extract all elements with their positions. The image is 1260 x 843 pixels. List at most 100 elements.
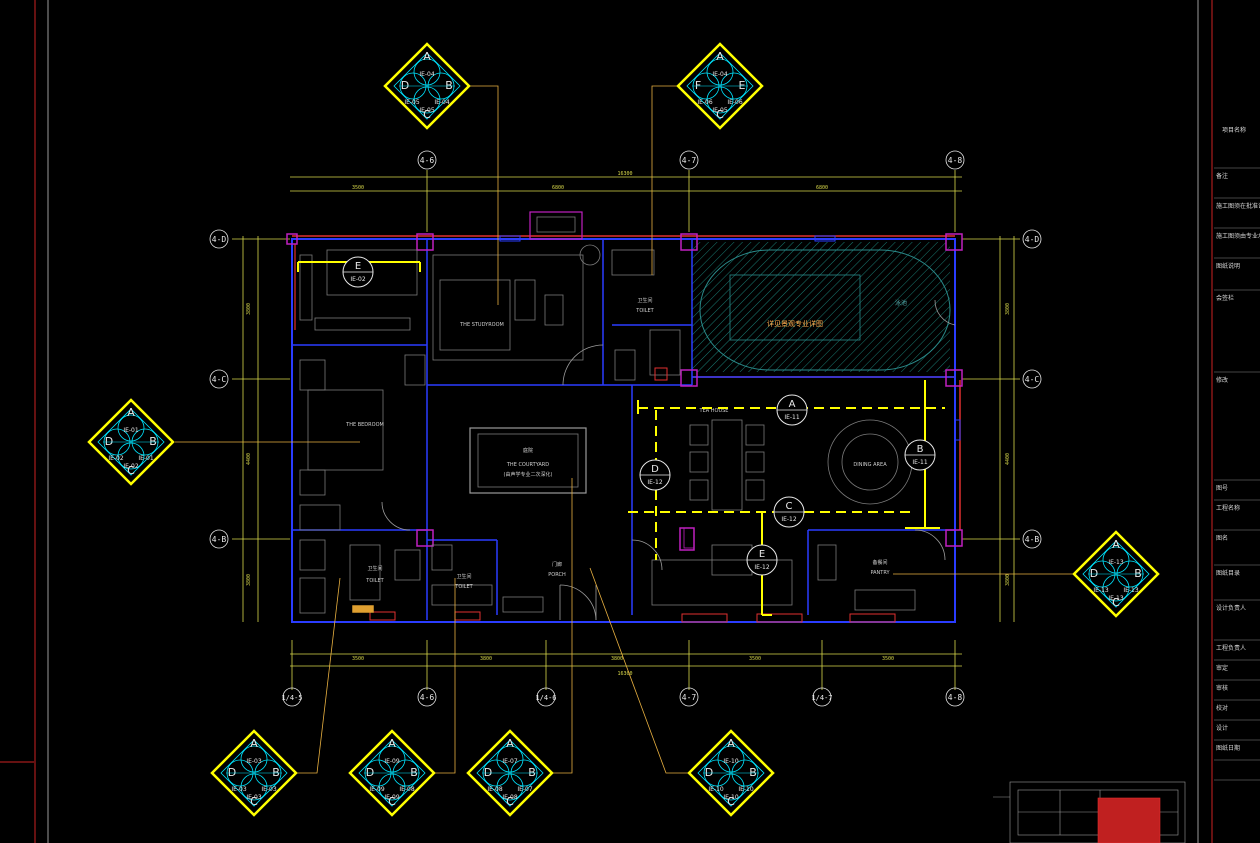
grid-bubble-top-1: 4-6 [417, 150, 437, 170]
elev-ref-t: IE-10 [723, 758, 739, 765]
elev-letter-right: B [1134, 567, 1142, 580]
section-marker-letter: D [651, 464, 659, 475]
grid-bubble-bottom-6: 4-8 [945, 687, 965, 707]
elev-letter-bottom: C [423, 108, 431, 121]
section-marker-b-2: B IE-11 [904, 439, 936, 471]
elev-letter-right: B [445, 79, 453, 92]
grid-bubble-right-3: 4-B [1022, 529, 1042, 549]
title-block-row: 审核 [1216, 684, 1228, 692]
elev-ref-r: IE-08 [399, 786, 415, 793]
grid-bubble-left-1: 4-D [209, 229, 229, 249]
room-toilet-mid-label: 卫生间 [456, 573, 471, 580]
section-marker-letter: C [786, 501, 793, 512]
section-marker-d-3: D IE-12 [639, 459, 671, 491]
dim-right-seg-2: 4400 [1005, 453, 1011, 465]
title-block-row: 校对 [1216, 704, 1228, 712]
room-porch-label: 门廊 [552, 561, 562, 568]
grid-axis-bubbles: 4-6 4-7 4-8 1/4-5 4-6 1/4-6 4-7 1/4-7 4-… [209, 150, 1042, 707]
leader-lines [175, 85, 1075, 774]
title-block-row: 设计负责人 [1216, 604, 1246, 612]
section-marker-ref: IE-12 [754, 564, 770, 571]
elev-ref-r: IE-06 [727, 99, 743, 106]
dim-bottom-seg-1: 3500 [352, 656, 364, 662]
section-marker-letter: B [917, 444, 924, 455]
elev-ref-t: IE-01 [123, 427, 139, 434]
svg-text:1/4-6: 1/4-6 [535, 694, 556, 702]
room-study-label: THE STUDYROOM [459, 322, 504, 328]
room-toilet-top-en: TOILET [635, 308, 654, 314]
elev-letter-right: E [739, 79, 746, 92]
elev-letter-left: D [705, 766, 713, 779]
pool-label: 详见景观专业详图 [767, 319, 823, 328]
dim-bottom-seg-4: 3500 [749, 656, 761, 662]
elev-ref-b: IE-02 [123, 463, 139, 470]
room-courtyard-note: (由声学专业二次深化) [504, 471, 553, 478]
title-block-row: 图号 [1216, 485, 1228, 492]
section-marker-ref: IE-11 [912, 459, 928, 466]
elev-ref-b: IE-05 [419, 107, 435, 114]
dim-top-seg-1: 3500 [352, 185, 364, 191]
elev-letter-left: D [366, 766, 374, 779]
elev-ref-t: IE-03 [246, 758, 262, 765]
dim-top-total: 16300 [617, 171, 632, 177]
title-block-row: 施工图须由专业承包单位 [1216, 232, 1260, 240]
svg-text:4-8: 4-8 [948, 693, 963, 702]
elev-letter-bottom: C [127, 464, 135, 477]
section-marker-c-4: CIE-12 [773, 496, 805, 528]
elev-letter-bottom: C [716, 108, 724, 121]
elev-ref-r: IE-10 [738, 786, 754, 793]
title-block-row: 工程负责人 [1216, 644, 1246, 652]
svg-text:4-C: 4-C [212, 375, 227, 384]
elev-ref-l: IE-13 [1093, 587, 1109, 594]
elev-ref-r: IE-13 [1123, 587, 1139, 594]
dim-top-seg-2: 6800 [552, 185, 564, 191]
elev-letter-left: D [228, 766, 236, 779]
section-marker-ref: IE-12 [647, 479, 663, 486]
pool: 详见景观专业详图 泳池 [692, 242, 951, 372]
svg-text:4-7: 4-7 [682, 693, 697, 702]
elev-ref-b: IE-09 [384, 794, 400, 801]
title-block-row: 修改 [1216, 376, 1228, 384]
room-toilet-left-label: 卫生间 [367, 565, 382, 572]
elev-letter-top: A [506, 737, 514, 750]
grid-bubble-bottom-2: 4-6 [417, 687, 437, 707]
section-marker-e-0: EIE-02 [342, 256, 374, 288]
title-block-row: 施工图须在批准许可后 [1216, 202, 1260, 210]
elev-ref-t: IE-13 [1108, 559, 1124, 566]
elev-ref-r: IE-01 [138, 455, 154, 462]
elev-letter-top: A [388, 737, 396, 750]
dim-left-seg-2: 4400 [246, 453, 252, 465]
elev-letter-right: B [410, 766, 418, 779]
dim-bottom-seg-5: 3500 [882, 656, 894, 662]
section-marker-letter: A [789, 399, 796, 410]
elev-letter-left: D [1090, 567, 1098, 580]
grid-bubble-bottom-1: 1/4-5 [281, 687, 303, 707]
room-pantry-label: 备餐间 [872, 559, 887, 566]
elev-ref-l: IE-06 [697, 99, 713, 106]
room-toilet-mid-en: TOILET [454, 584, 473, 590]
elev-letter-top: A [250, 737, 258, 750]
elev-ref-b: IE-13 [1108, 595, 1124, 602]
fixtures [352, 367, 668, 613]
room-labels: THE STUDYROOM 卫生间 TOILET THE BEDROOM 庭院 … [345, 297, 890, 590]
grid-bubble-left-3: 4-B [209, 529, 229, 549]
dim-right-seg-1: 3800 [1005, 303, 1011, 315]
dim-left-seg-3: 3800 [246, 574, 252, 586]
elev-ref-l: IE-05 [404, 99, 420, 106]
dim-bottom-seg-3: 3800 [611, 656, 623, 662]
title-block-header: 项目名称 [1222, 126, 1246, 134]
grid-bubble-top-2: 4-7 [679, 150, 699, 170]
elev-ref-b: IE-08 [502, 794, 518, 801]
room-pantry-en: PANTRY [870, 570, 890, 576]
elev-letter-top: A [727, 737, 735, 750]
elev-ref-b: IE-05 [712, 107, 728, 114]
elev-ref-r: IE-07 [517, 786, 533, 793]
svg-text:1/4-7: 1/4-7 [811, 694, 832, 702]
